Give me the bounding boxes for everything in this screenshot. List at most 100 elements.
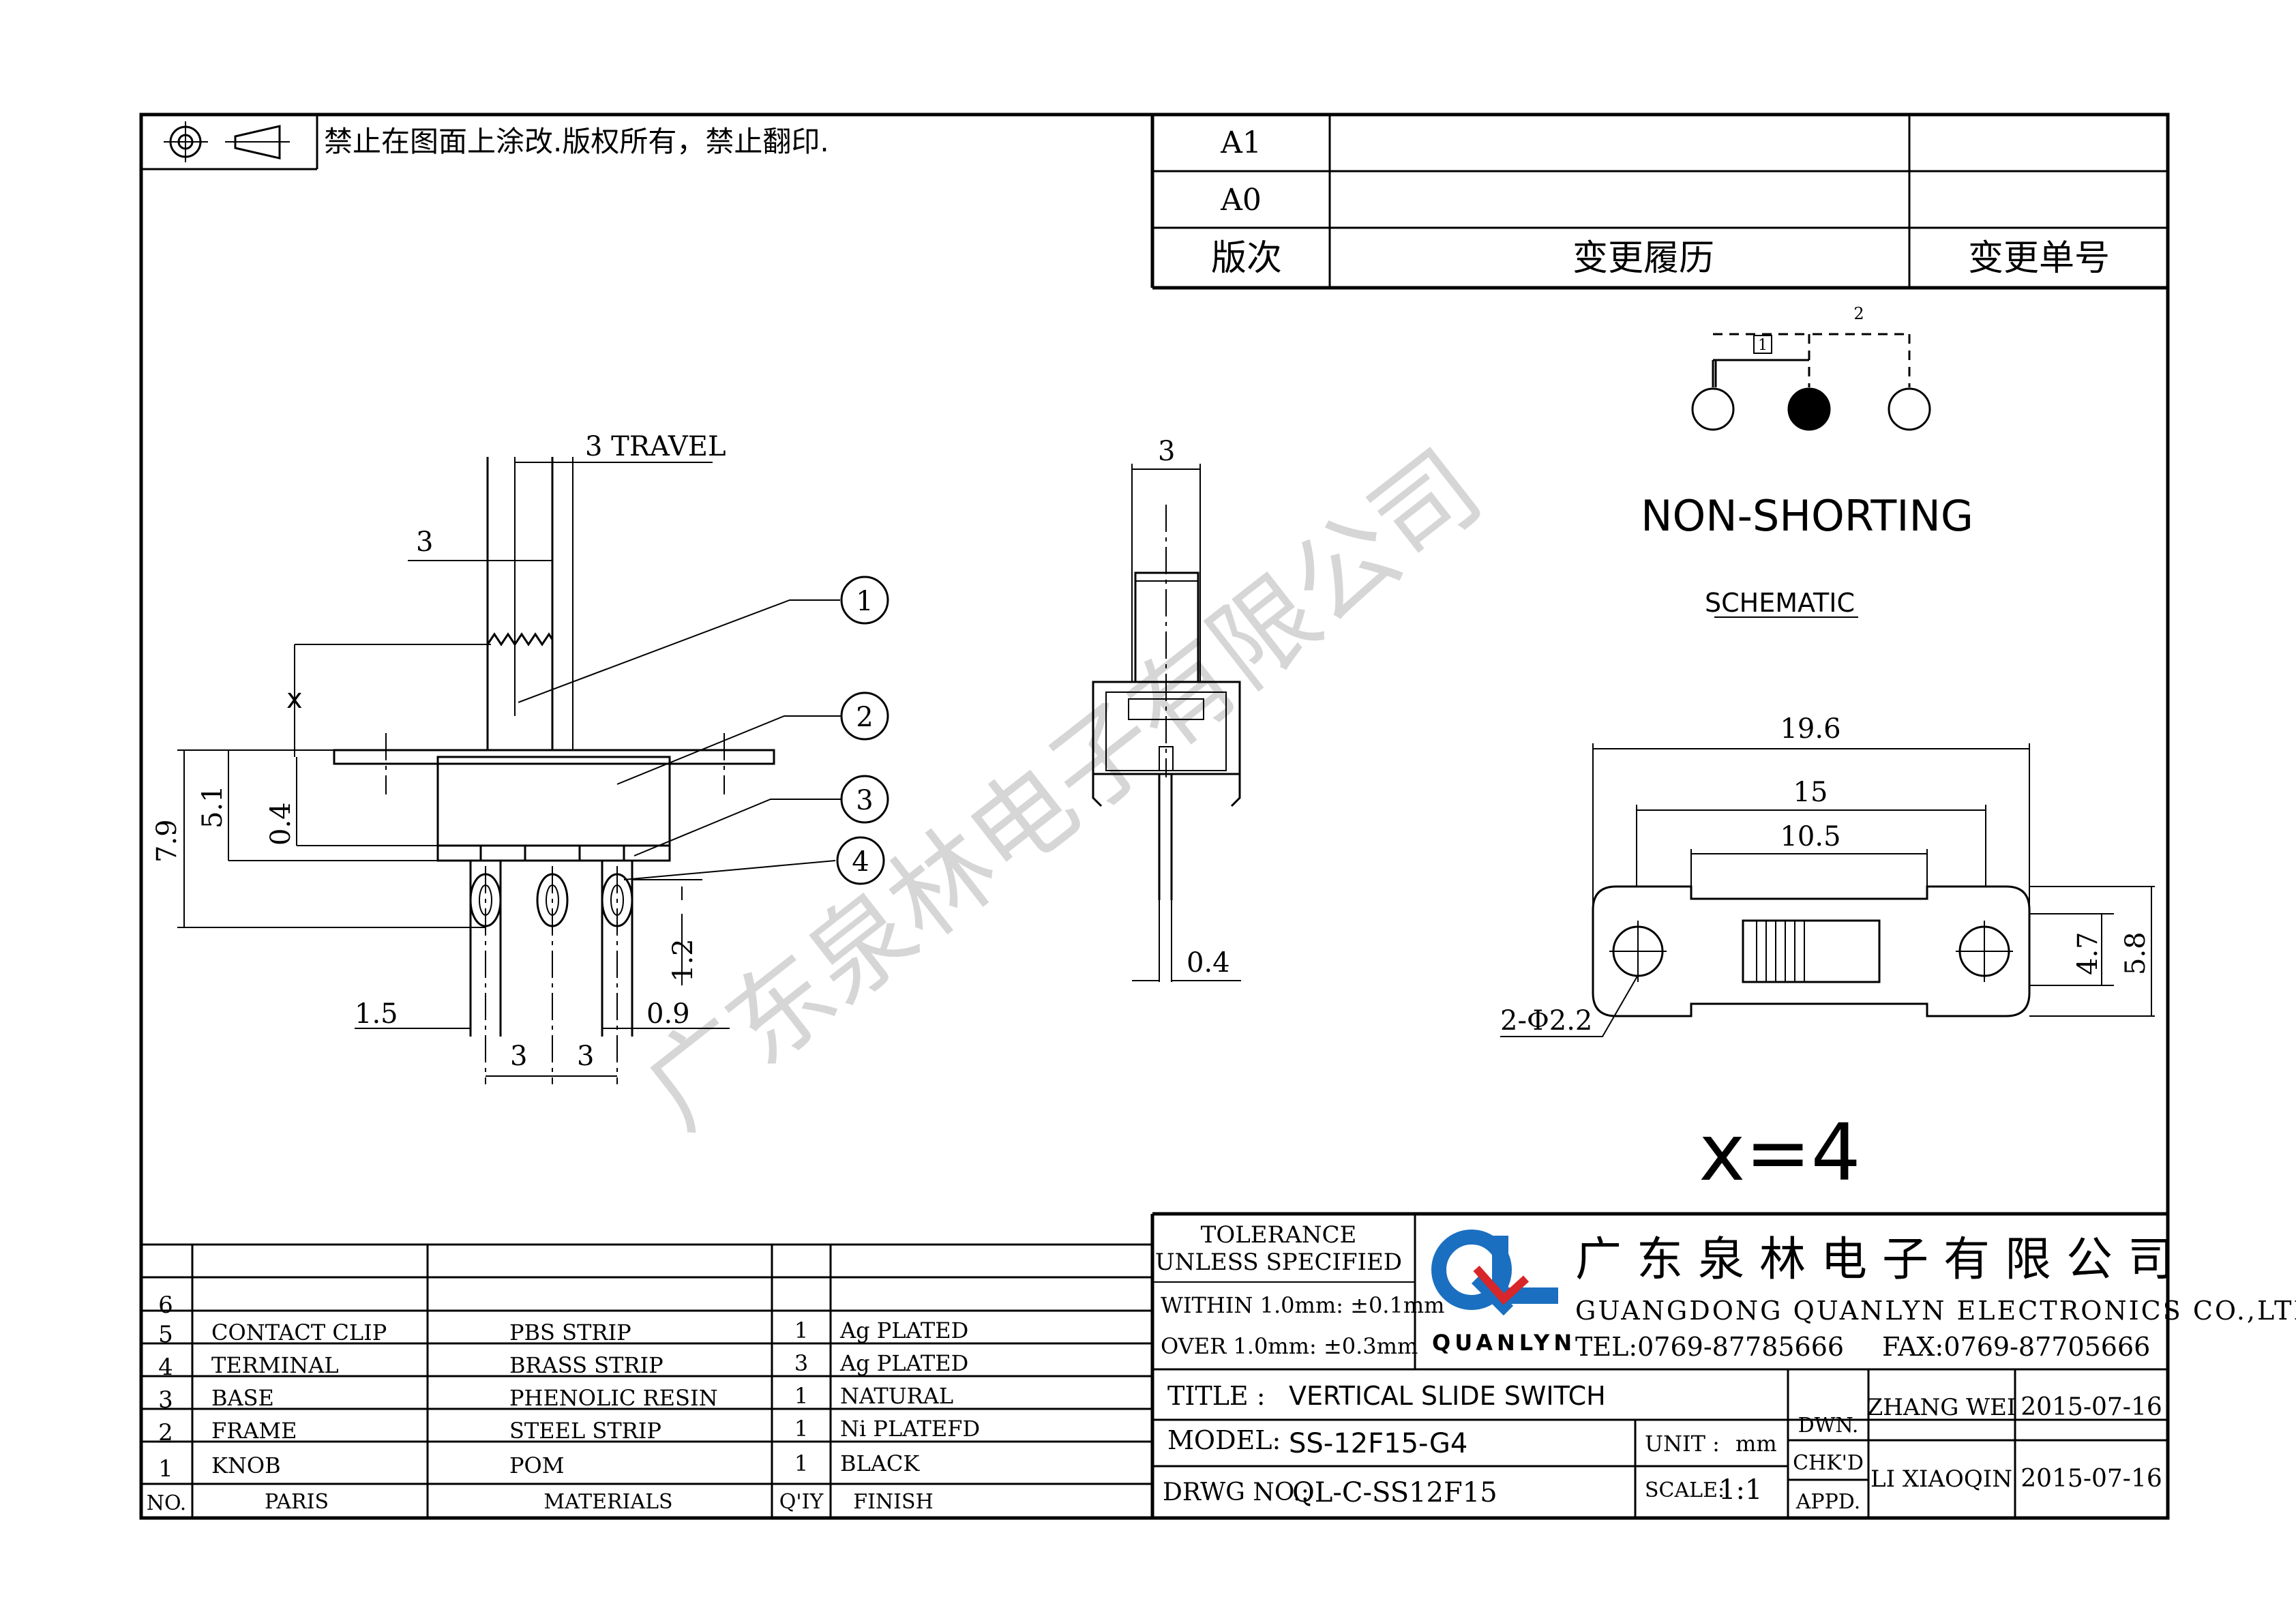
dim-holes: 2-Φ2.2 [1500,1005,1592,1037]
bom-mat-5: PBS STRIP [509,1320,631,1345]
bom-header-material: MATERIALS [543,1490,672,1514]
bom-no-6: 6 [158,1292,173,1319]
dim-pitch-a: 3 [510,1041,527,1072]
dim-12: 1.2 [668,938,699,982]
dim-travel: 3 TRAVEL [585,431,726,462]
dim-09: 0.9 [646,998,690,1030]
variant-label: x=4 [1699,1107,1861,1199]
schematic-contact-left [1691,387,1735,431]
revision-table: A1 A0 版次 变更履历 变更单号 [1150,115,2168,290]
dim-105: 10.5 [1780,821,1840,852]
unit-label: UNIT : [1645,1431,1720,1457]
bom-part-4: TERMINAL [211,1352,339,1378]
appd-label: APPD. [1795,1490,1861,1514]
rev-header-history: 变更履历 [1572,238,1714,279]
title-value: VERTICAL SLIDE SWITCH [1289,1381,1606,1411]
balloon-3: 3 [856,785,873,816]
schematic-contact-common [1787,387,1831,431]
schematic-label-1: 1 [1758,337,1768,354]
terminals [469,861,633,1084]
watermark: 广东泉林电子有限公司 [624,428,1503,1152]
dim-51: 5.1 [197,785,228,829]
balloon-4: 4 [852,846,869,878]
dim-04-front: 0.4 [265,802,297,846]
front-view: 3 TRAVEL 3 x [151,431,889,1084]
bom-qty-2: 1 [794,1416,808,1442]
bom-table: 6 5 CONTACT CLIP PBS STRIP 1 Ag PLATED 4… [141,1243,1152,1518]
bom-header-part: PARIS [265,1490,329,1514]
tolerance-title-2: UNLESS SPECIFIED [1155,1249,1402,1276]
bom-part-5: CONTACT CLIP [211,1320,387,1345]
company-logo: QUANLYN [1431,1230,1576,1356]
dim-79: 7.9 [151,819,183,863]
top-view: 19.6 15 10.5 4.7 5.8 2- [1500,713,2155,1037]
company-fax: FAX:0769-87705666 [1882,1332,2150,1362]
bom-part-3: BASE [211,1385,274,1411]
model-label: MODEL: [1167,1425,1281,1455]
bom-mat-4: BRASS STRIP [509,1352,664,1378]
knob-grip [1742,919,1881,983]
tolerance-title-1: TOLERANCE [1201,1221,1357,1249]
dim-196: 19.6 [1780,713,1840,745]
bom-no-2: 2 [158,1419,173,1446]
bom-fin-5: Ag PLATED [839,1317,968,1343]
notice-block: 禁止在图面上涂改.版权所有，禁止翻印. [141,115,829,170]
dwn-name: ZHANG WEI [1867,1394,2016,1421]
rev-header-number: 变更单号 [1968,238,2110,279]
rev-a0: A0 [1220,183,1262,218]
bom-no-3: 3 [158,1386,173,1414]
bom-header-no: NO. [147,1491,187,1515]
chk-date: 2015-07-16 [2021,1465,2162,1493]
tolerance-within: WITHIN 1.0mm: ±0.1mm [1161,1292,1445,1318]
drwg-label: DRWG NO.: [1163,1478,1309,1506]
schematic-caption: SCHEMATIC [1705,588,1855,618]
bom-header-finish: FINISH [853,1490,933,1514]
side-view: 3 0.4 [1092,436,1241,982]
schematic-contact-right [1888,387,1931,431]
rev-header-version: 版次 [1211,238,1282,279]
bom-qty-4: 3 [794,1350,808,1376]
bom-qty-3: 1 [794,1383,808,1409]
knob-ridges [1756,921,1805,982]
scale-label: SCALE: [1645,1478,1725,1502]
balloon-2: 2 [856,702,873,733]
dim-x: x [286,683,303,715]
drwg-value: QL-C-SS12F15 [1292,1477,1497,1508]
company-name-en: GUANGDONG QUANLYN ELECTRONICS CO.,LTD [1575,1296,2296,1326]
notice-text: 禁止在图面上涂改.版权所有，禁止翻印. [324,125,829,158]
dim-15: 1.5 [355,998,398,1030]
dim-58: 5.8 [2120,932,2151,975]
bom-qty-1: 1 [794,1450,808,1476]
logo-text: QUANLYN [1432,1330,1576,1356]
balloon-1: 1 [856,586,873,617]
schematic-label-2: 2 [1853,304,1864,323]
dim-47: 4.7 [2072,932,2104,975]
bom-part-2: FRAME [211,1418,297,1444]
title-block: TOLERANCE UNLESS SPECIFIED WITHIN 1.0mm:… [1150,1212,2296,1518]
bom-fin-2: Ni PLATEFD [840,1416,980,1442]
chk-name: LI XIAOQIN [1870,1465,2012,1493]
tolerance-over: OVER 1.0mm: ±0.3mm [1161,1333,1418,1359]
schematic-title: NON-SHORTING [1641,491,1973,541]
dim-pitch-b: 3 [577,1041,594,1072]
scale-value: 1:1 [1718,1474,1762,1506]
bom-no-4: 4 [158,1354,173,1381]
model-value: SS-12F15-G4 [1289,1428,1467,1459]
chkd-label: CHK'D [1793,1451,1864,1475]
company-tel: TEL:0769-87785666 [1575,1332,1844,1362]
bom-no-1: 1 [158,1455,173,1483]
company-name-cn: 广东泉林电子有限公司 [1575,1233,2189,1287]
bom-mat-2: STEEL STRIP [509,1418,661,1444]
bom-fin-3: NATURAL [840,1383,953,1409]
bom-fin-4: Ag PLATED [839,1350,968,1376]
dim-knob-width: 3 [416,526,433,558]
bom-mat-1: POM [509,1453,565,1478]
bom-fin-1: BLACK [840,1450,920,1476]
dim-side-top: 3 [1158,436,1175,467]
bom-mat-3: PHENOLIC RESIN [509,1385,718,1411]
projection-symbol-icon [164,121,290,162]
title-label: TITLE : [1167,1381,1266,1411]
bom-header-qty: Q'IY [779,1490,824,1514]
bom-rows: 6 5 CONTACT CLIP PBS STRIP 1 Ag PLATED 4… [158,1292,980,1483]
